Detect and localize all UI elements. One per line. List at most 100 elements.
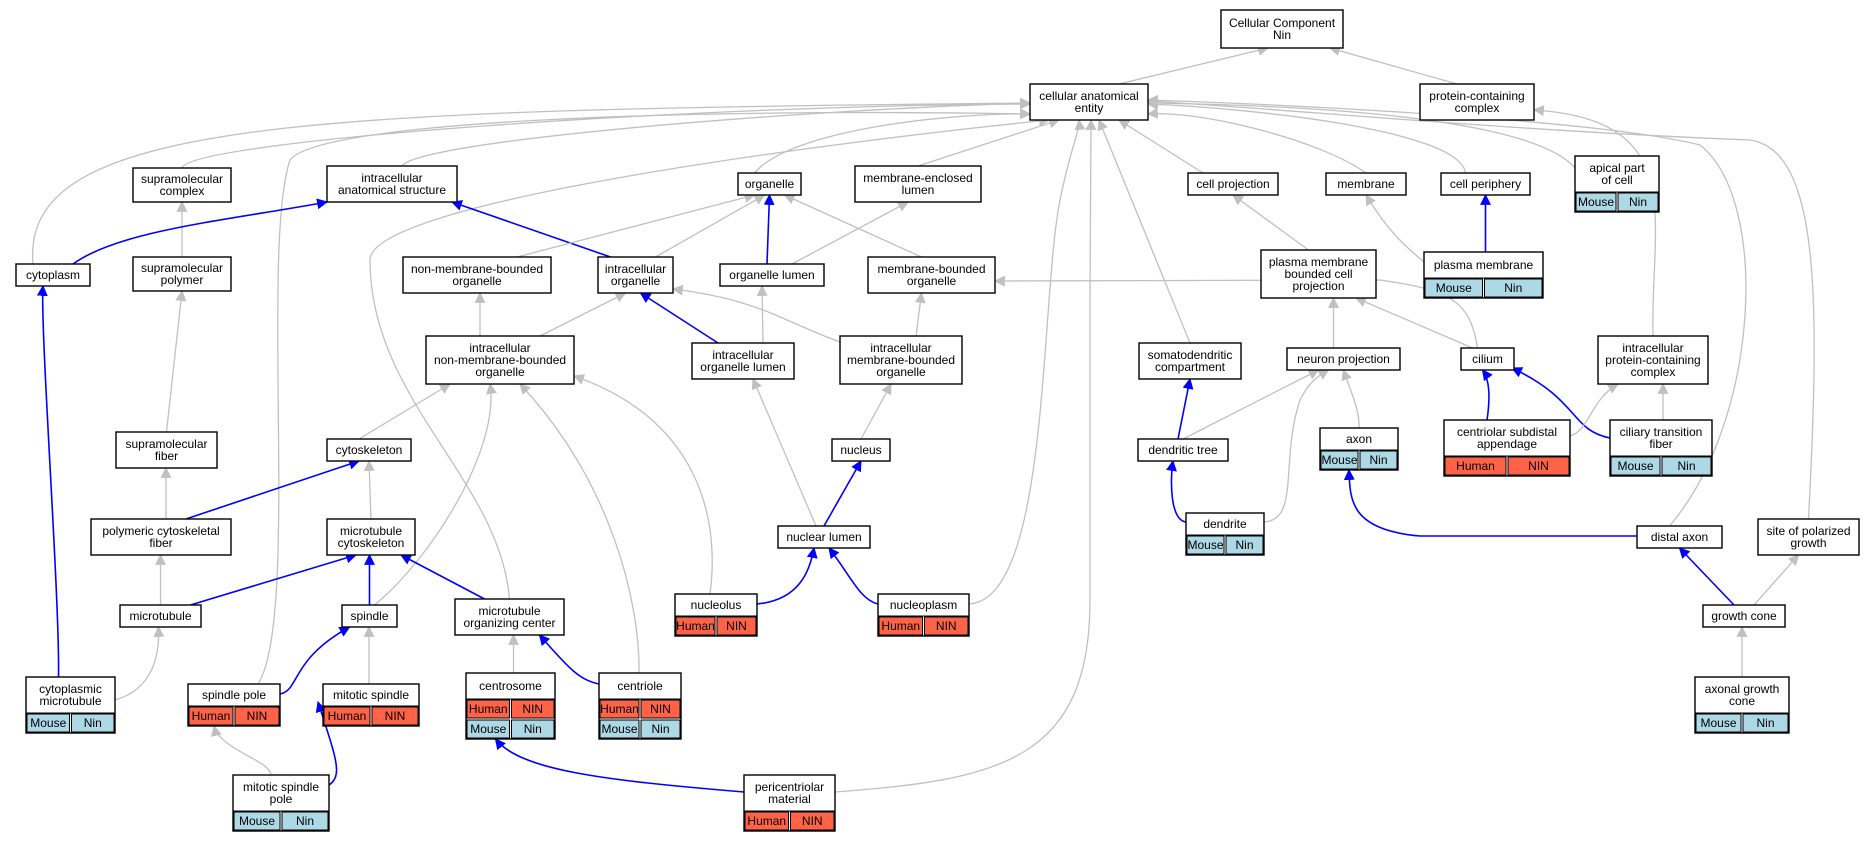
node-mem[interactable]: membrane [1325,172,1407,196]
node-label: cellular anatomical [1039,89,1138,103]
node-label: mitotic spindle [243,780,319,794]
edge-csa-to-ipcc [1569,383,1619,437]
node-label: microtubule [478,604,540,618]
edge-cil-to-pmbcp [1354,296,1473,349]
node-cp[interactable]: cell projection [1187,172,1279,196]
node-label: organelle [876,365,926,379]
node-label: supramolecular [125,437,207,451]
tag-mouse [1186,535,1225,555]
node-inmbo[interactable]: intracellularnon-membrane-boundedorganel… [425,335,575,385]
node-label: intracellular [469,341,530,355]
node-np[interactable]: neuron projection [1286,347,1401,371]
node-label: supramolecular [141,172,223,186]
tag-nin [511,719,555,739]
node-label: projection [1292,279,1344,293]
node-ol[interactable]: organelle lumen [719,263,825,287]
node-dt[interactable]: dendritic tree [1137,438,1229,462]
edge-cyto-to-cae [31,97,1032,265]
node-label: intracellular [361,171,422,185]
node-cper[interactable]: cell periphery [1440,172,1531,196]
node-label: cytoplasm [26,268,80,282]
node-label: polymeric cytoskeletal [102,524,219,538]
tag-human [188,706,234,726]
edge-pcm-to-cae [834,118,1097,793]
node-label: axon [1346,432,1372,446]
node-dax[interactable]: distal axon [1636,525,1723,549]
node-nl[interactable]: nuclear lumen [777,525,871,549]
node-gc[interactable]: growth cone [1702,604,1786,628]
node-label: centriolar subdistal [1457,425,1557,439]
tag-label-nin: NIN [726,619,747,633]
node-label: cytoskeleton [338,536,405,550]
node-label: Nin [1273,28,1291,42]
node-label: membrane-bounded [877,262,985,276]
tag-label-mouse: Mouse [1617,459,1653,473]
node-spn[interactable]: spindle [341,604,398,628]
edge-nl-to-nuc [823,460,862,527]
node-label: microtubule [129,609,191,623]
edge-ctl-to-inmbo [519,383,640,674]
tag-label-nin: Nin [1369,453,1387,467]
tag-mouse [466,719,510,739]
node-box [1702,604,1786,628]
tag-label-nin: NIN [247,709,268,723]
node-cyto[interactable]: cytoplasm [15,263,91,287]
tag-label-human: Human [469,702,508,716]
tag-label-mouse: Mouse [1321,453,1357,467]
tag-label-nin: NIN [385,709,406,723]
node-label: Cellular Component [1229,16,1336,30]
tag-nin [1359,450,1398,470]
node-csk[interactable]: cytoskeleton [326,438,412,462]
node-box [115,431,218,469]
node-mt[interactable]: microtubule [119,604,202,628]
node-cil[interactable]: cilium [1460,347,1515,371]
node-org[interactable]: organelle [737,172,802,196]
node-label: plasma membrane [1269,255,1369,269]
node-label: cell periphery [1450,177,1521,191]
edge-nclo-to-nl [756,546,818,605]
node-box [691,342,795,380]
tag-label-nin: NIN [936,619,957,633]
node-label: lumen [902,183,935,197]
node-box [1440,172,1531,196]
node-box [1757,518,1860,556]
edge-nplm-to-cae [968,118,1086,605]
node-nuc[interactable]: nucleus [831,438,891,462]
